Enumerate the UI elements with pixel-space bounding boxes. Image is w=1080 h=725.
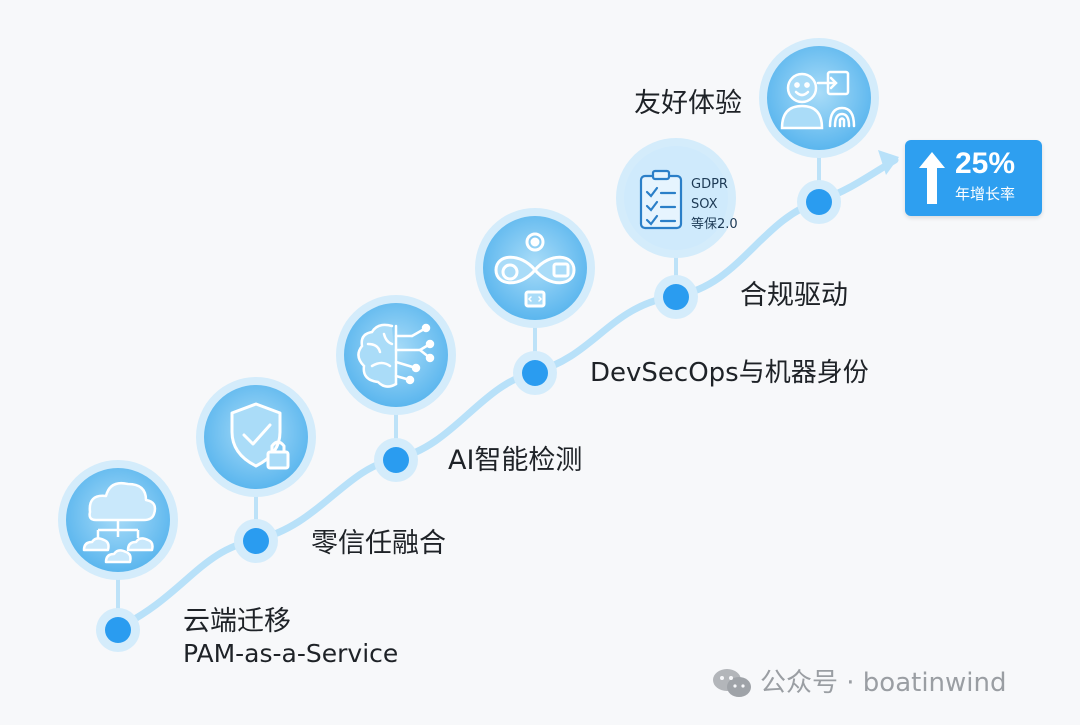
compliance-mlps-text: 等保2.0 xyxy=(691,216,738,232)
wechat-icon xyxy=(713,669,751,697)
growth-rate-value: 25% xyxy=(955,147,1016,180)
growth-rate-caption: 年增长率 xyxy=(955,185,1016,203)
step-2-title: 零信任融合 xyxy=(311,528,446,559)
ai-brain-icon xyxy=(357,323,435,388)
step-5-title: 合规驱动 xyxy=(740,280,848,311)
step-1-subtitle: PAM-as-a-Service xyxy=(183,639,399,668)
user-experience-icon xyxy=(780,70,856,130)
milestone-dot-6 xyxy=(797,180,841,224)
path-arrowhead-icon xyxy=(878,150,899,175)
growth-rate-badge: 25% 年增长率 xyxy=(905,140,1042,216)
step-2-icon-circle xyxy=(196,377,316,497)
compliance-gdpr-text: GDPR xyxy=(691,177,728,192)
step-3-icon-circle xyxy=(336,295,456,415)
shield-lock-icon xyxy=(230,402,290,470)
step-6-icon-circle xyxy=(759,38,879,158)
devops-infinity-icon xyxy=(494,232,576,308)
milestone-dot-1 xyxy=(96,608,140,652)
step-3-title: AI智能检测 xyxy=(448,445,583,476)
step-1-icon-circle xyxy=(58,460,178,580)
compliance-sox-text: SOX xyxy=(691,197,718,212)
step-4-icon-circle xyxy=(475,208,595,328)
milestone-dot-5 xyxy=(654,275,698,319)
milestone-dot-3 xyxy=(374,438,418,482)
step-1-title: 云端迁移 xyxy=(183,606,291,637)
step-5-icon-circle: GDPR SOX 等保2.0 xyxy=(616,138,738,258)
compliance-checklist-icon xyxy=(639,169,683,230)
milestone-dot-2 xyxy=(234,519,278,563)
step-6-title: 友好体验 xyxy=(634,88,742,119)
arrow-up-icon xyxy=(919,152,945,204)
cloud-network-icon xyxy=(82,482,157,564)
step-4-title: DevSecOps与机器身份 xyxy=(590,358,869,388)
watermark-text: 公众号 · boatinwind xyxy=(760,668,1007,698)
milestone-dot-4 xyxy=(513,351,557,395)
